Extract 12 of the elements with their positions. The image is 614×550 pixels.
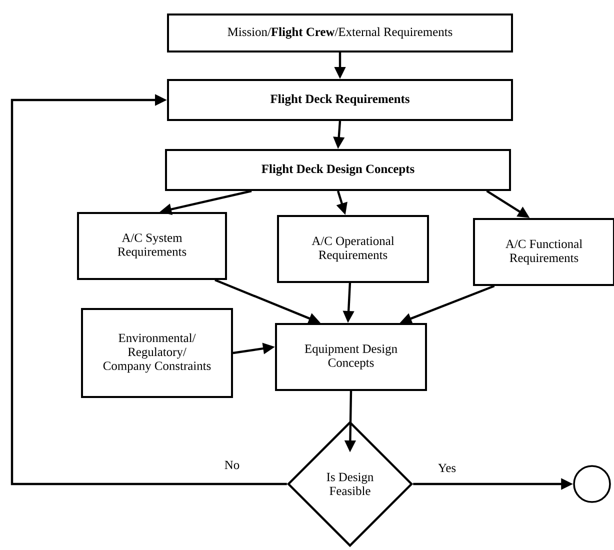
edge-label: No [223,460,241,470]
process-box: A/C Operational Requirements [277,215,429,283]
process-box: A/C Functional Requirements [473,218,614,286]
edge-label: Yes [436,462,458,474]
arrow [10,94,287,486]
process-box: Equipment Design Concepts [275,323,427,391]
process-box: Mission/Flight Crew/External Requirements [167,14,513,52]
process-box: Flight Deck Design Concepts [165,149,511,191]
process-box: Flight Deck Requirements [167,79,513,121]
process-box: Environmental/ Regulatory/ Company Constraints [81,308,233,398]
terminal-circle [573,465,611,503]
process-box: A/C System Requirements [77,212,227,280]
